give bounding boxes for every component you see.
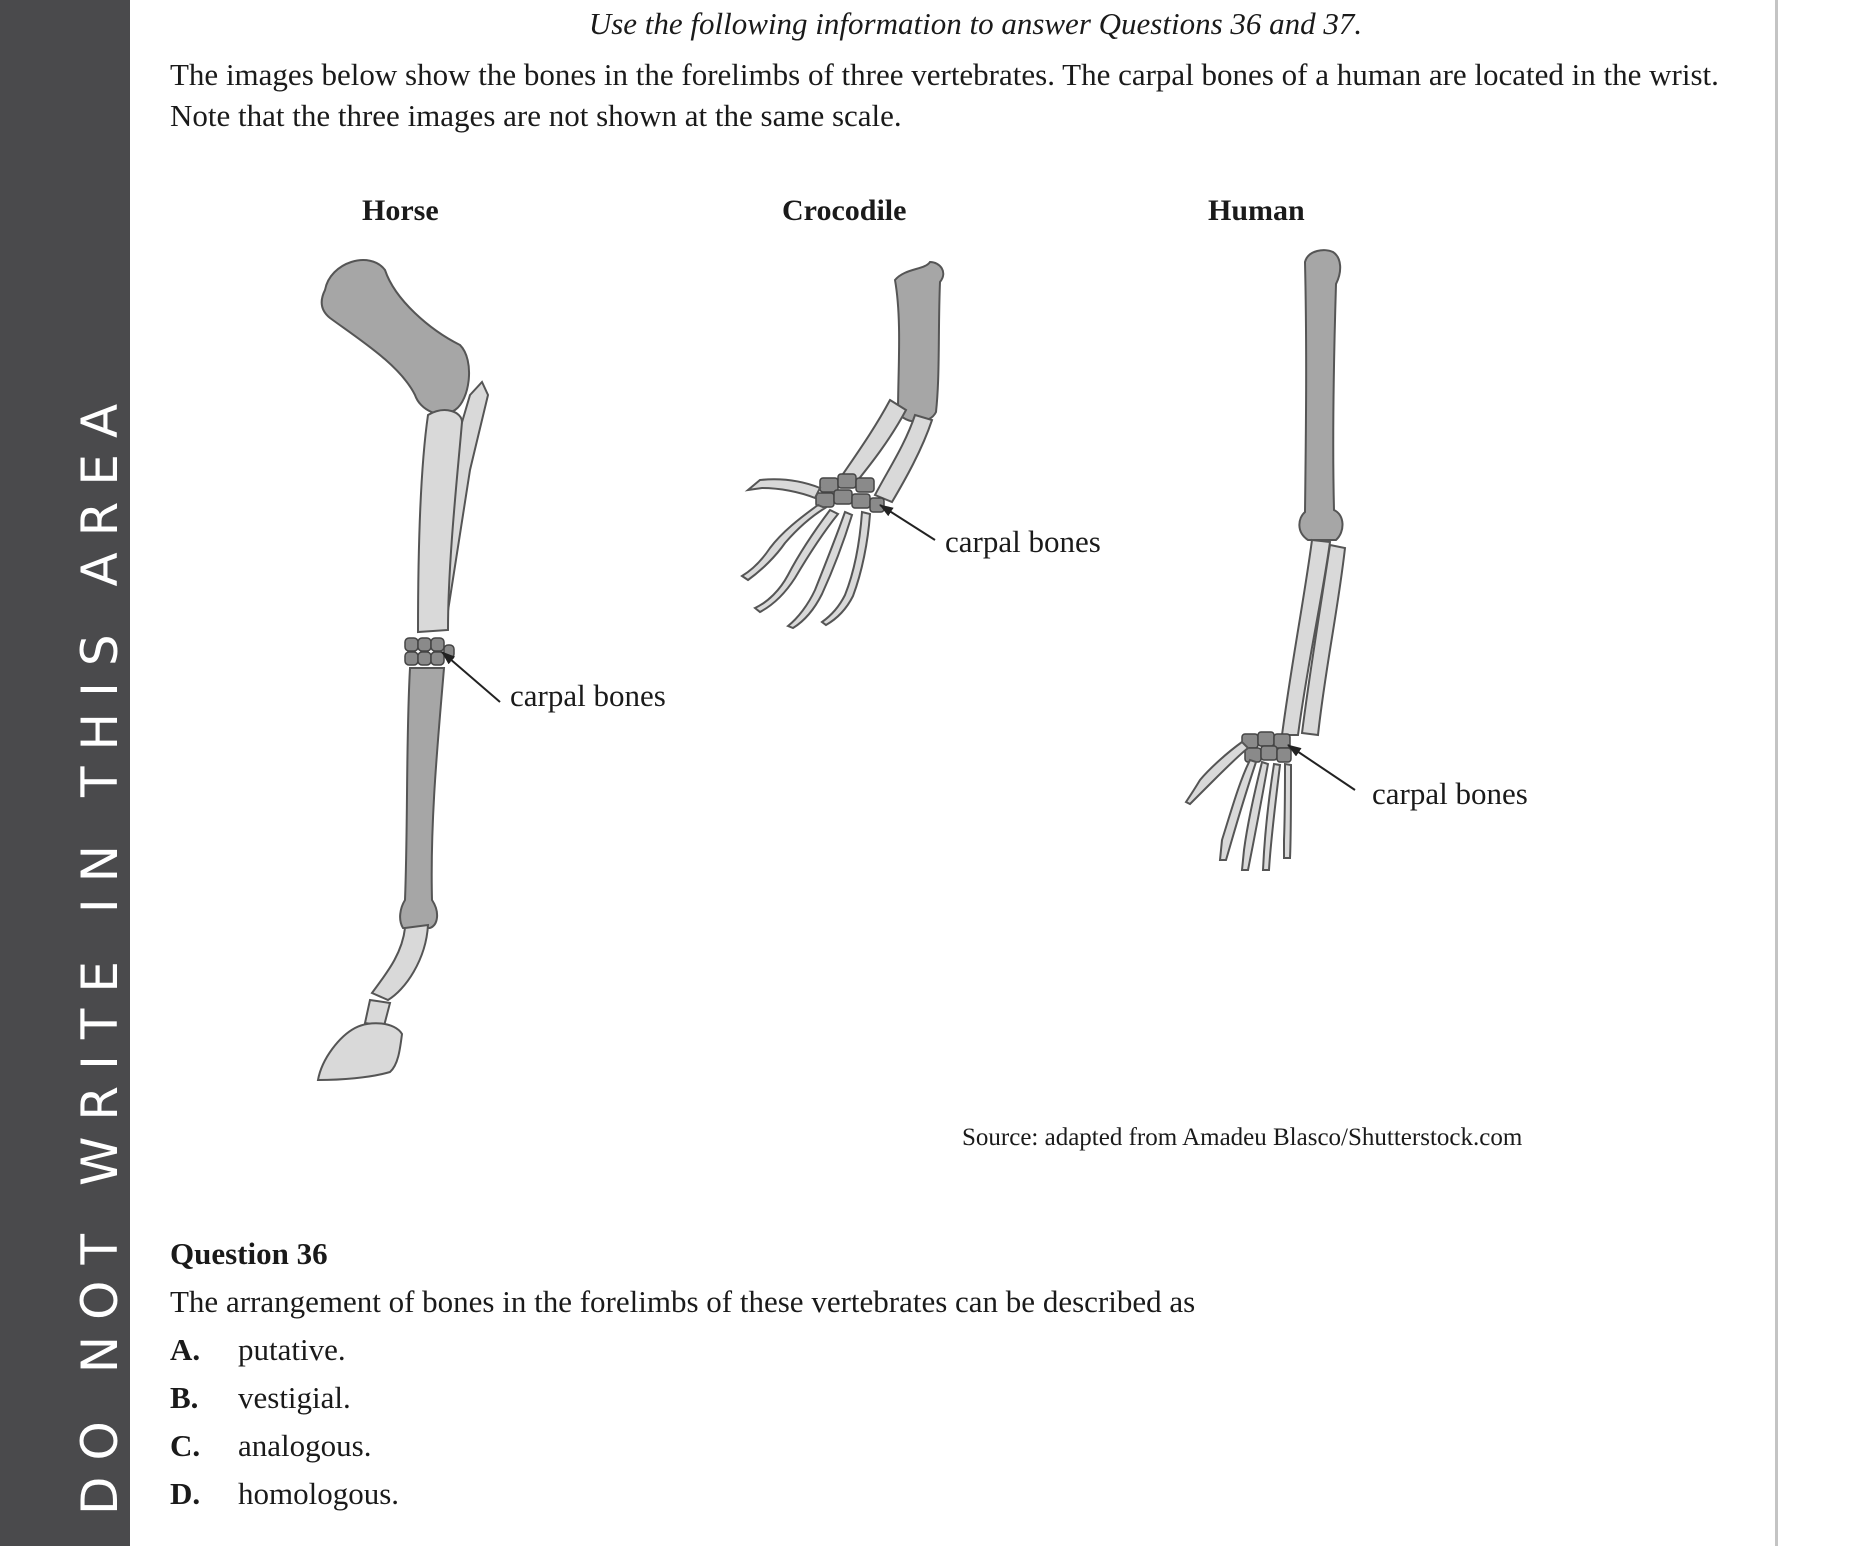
option-letter: C. [170,1428,201,1463]
option-d: D. homologous. [170,1476,399,1512]
option-letter: A. [170,1332,201,1367]
horse-hoof [316,1022,404,1082]
question-title: Question 36 [170,1236,328,1271]
crocodile-carpal-arrow [879,504,936,541]
human-forelimb [1184,249,1347,871]
option-letter: D. [170,1476,201,1511]
intro-paragraph: The images below show the bones in the f… [170,57,1719,133]
margin-bar: DO NOT WRITE IN THIS AREA [0,0,130,1546]
horse-cannon-bone [399,667,446,929]
horse-label: Horse [362,194,439,227]
horse-scapula [320,259,471,415]
question-stem: The arrangement of bones in the forelimb… [170,1284,1196,1319]
horse-carpal-arrow [441,651,501,703]
horse-coronet [363,998,392,1028]
human-radius [1300,543,1347,737]
page-right-rule [1775,0,1778,1546]
horse-radius [416,409,464,634]
option-text: putative. [238,1332,346,1367]
crocodile-carpals [815,473,885,513]
crocodile-forelimb [740,260,945,630]
option-text: analogous. [238,1428,372,1463]
horse-forelimb [316,259,490,1082]
image-source: Source: adapted from Amadeu Blasco/Shutt… [962,1124,1523,1151]
crocodile-humerus [893,260,945,423]
horse-pastern [370,923,430,1002]
option-c: C. analogous. [170,1428,371,1464]
human-carpals [1241,731,1292,763]
crocodile-label: Crocodile [782,194,907,227]
human-label: Human [1208,194,1305,227]
option-a: A. putative. [170,1332,346,1368]
human-carpal-label: carpal bones [1372,776,1528,811]
intro-instruction: Use the following information to answer … [588,6,1363,41]
crocodile-digits [740,478,872,630]
horse-carpals [404,637,455,666]
horse-carpal-label: carpal bones [510,678,666,713]
option-text: homologous. [238,1476,400,1511]
human-humerus [1298,249,1344,541]
crocodile-carpal-label: carpal bones [945,524,1101,559]
option-text: vestigial. [238,1380,351,1415]
human-digits [1184,740,1293,871]
human-carpal-arrow [1287,744,1356,791]
crocodile-ulna [873,413,934,504]
option-letter: B. [170,1380,199,1415]
option-b: B. vestigial. [170,1380,351,1416]
